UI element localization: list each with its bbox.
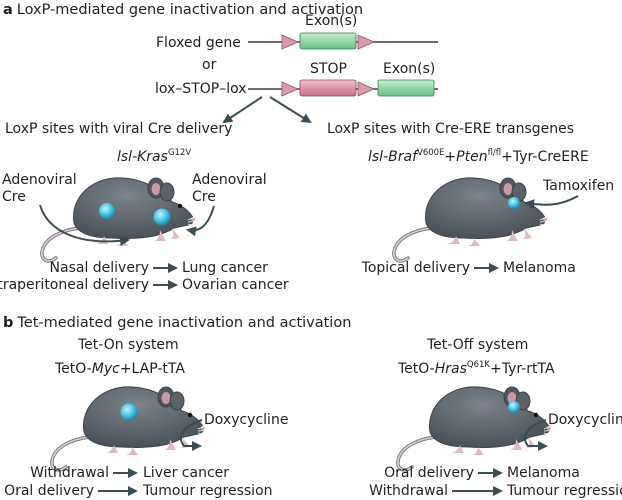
delivery-spot xyxy=(153,208,171,226)
section-title: LoxP-mediated gene inactivation and acti… xyxy=(16,2,364,18)
stop-label: STOP xyxy=(310,61,347,77)
loxp-site xyxy=(281,34,299,50)
loxp-site xyxy=(357,81,375,97)
outcome-effect: Liver cancer xyxy=(143,465,230,481)
outcome-cause: Intraperitoneal delivery xyxy=(0,277,149,293)
exon-label: Exon(s) xyxy=(383,61,436,77)
delivery-spot xyxy=(508,401,520,413)
section-title: Tet-mediated gene inactivation and activ… xyxy=(17,315,352,331)
outcome-effect: Tumour regression xyxy=(507,483,622,499)
model-label-myc: TetO-Myc+LAP-tTA xyxy=(55,361,185,377)
branch-arrow-right xyxy=(269,96,312,124)
model-label-braf-pten: lsl-BrafV600E+Ptenfl/fl+Tyr-CreERE xyxy=(368,148,589,165)
outcome-cause: Withdrawal xyxy=(30,465,109,481)
floxed-gene-label: Floxed gene xyxy=(156,35,241,51)
left-branch-label: LoxP sites with viral Cre delivery xyxy=(5,121,233,137)
mouse-b-right xyxy=(396,385,561,472)
branch-arrow-left xyxy=(222,96,263,124)
model-label-hras: TetO-HrasQ61K+Tyr-rtTA xyxy=(398,360,555,377)
outcome-cause: Nasal delivery xyxy=(49,260,149,276)
doxycycline-label: Doxycycline xyxy=(548,412,622,428)
section-letter: a xyxy=(3,2,13,18)
tamoxifen-arrow xyxy=(524,195,579,210)
or-label: or xyxy=(202,57,217,73)
delivery-spot xyxy=(120,403,138,421)
adenoviral-arrow-right xyxy=(186,205,215,237)
outcome-effect: Tumour regression xyxy=(143,483,273,499)
tamoxifen-label: Tamoxifen xyxy=(543,178,615,194)
stop-box xyxy=(299,79,357,97)
right-branch-label: LoxP sites with Cre-ERE transgenes xyxy=(327,121,575,137)
outcome-effect: Ovarian cancer xyxy=(182,277,289,293)
lsl-construct xyxy=(248,79,438,97)
exon-label: Exon(s) xyxy=(305,13,358,29)
section-letter: b xyxy=(3,315,14,331)
outcome-cause: Oral delivery xyxy=(384,465,474,481)
loxp-site xyxy=(357,34,375,50)
delivery-spot xyxy=(508,197,520,209)
doxycycline-arrow-right xyxy=(523,419,548,451)
mouse-a-left xyxy=(40,176,205,263)
loxp-site xyxy=(281,81,299,97)
floxed-gene-construct xyxy=(248,32,438,50)
exon-box xyxy=(377,79,435,97)
outcome-cause: Withdrawal xyxy=(369,483,448,499)
outcome-cause: Oral delivery xyxy=(4,483,94,499)
outcome-effect: Melanoma xyxy=(503,260,576,276)
outcome-effect: Melanoma xyxy=(507,465,580,481)
doxycycline-arrow-left xyxy=(179,419,203,451)
tet-on-label: Tet-On system xyxy=(78,337,179,353)
exon-box xyxy=(299,32,357,50)
doxycycline-label: Doxycycline xyxy=(204,412,289,428)
mouse-a-right xyxy=(392,176,557,263)
outcome-effect: Lung cancer xyxy=(182,260,268,276)
adenoviral-arrow-left xyxy=(39,204,130,246)
delivery-spot xyxy=(99,203,115,219)
outcome-cause: Topical delivery xyxy=(361,260,470,276)
tet-off-label: Tet-Off system xyxy=(427,337,529,353)
model-label-kras: lsl-KrasG12V xyxy=(117,148,192,165)
lsl-label: lox–STOP–lox xyxy=(155,81,247,97)
mouse-b-left xyxy=(50,385,215,472)
